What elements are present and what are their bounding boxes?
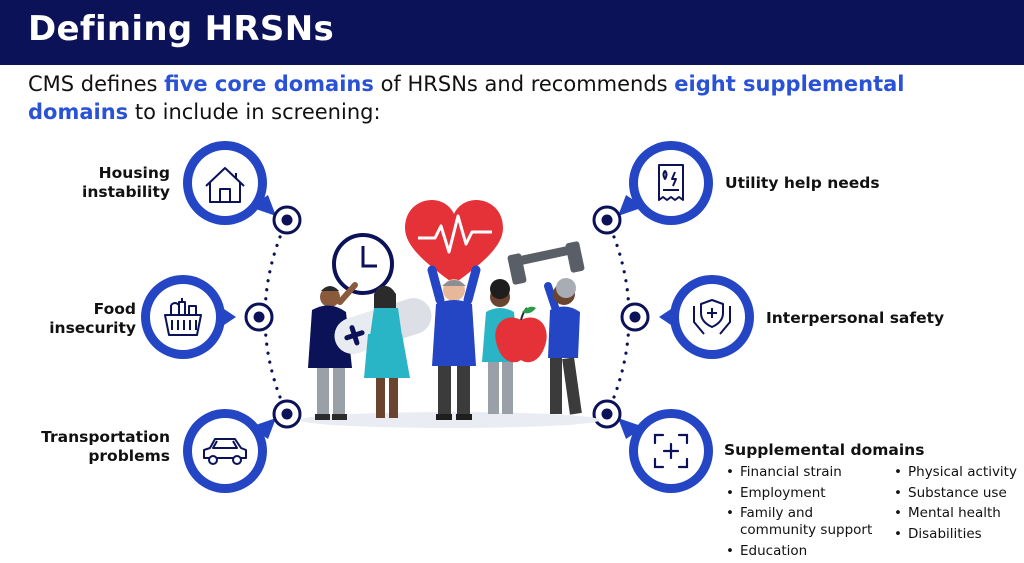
- label-transport: Transportation problems: [41, 428, 170, 465]
- transport-bubble: [183, 409, 276, 493]
- label-food: Food insecurity: [49, 300, 136, 337]
- list-item: Education: [724, 543, 884, 560]
- page-title: Defining HRSNs: [28, 9, 334, 49]
- label-safety: Interpersonal safety: [766, 309, 945, 327]
- safety-bubble: [659, 275, 754, 359]
- intro-highlight-core: five core domains: [164, 72, 374, 96]
- utility-bill-icon: [658, 164, 684, 201]
- supplemental-bubble: [618, 409, 713, 493]
- list-item: Mental health: [892, 505, 1022, 522]
- clock-icon: [332, 233, 394, 295]
- heart-icon: [405, 200, 503, 284]
- header-bar: Defining HRSNs: [0, 0, 1024, 65]
- grocery-basket-icon: [164, 298, 202, 336]
- list-item: Family and community support: [724, 505, 884, 539]
- label-housing: Housing instability: [82, 164, 170, 201]
- list-item: Substance use: [892, 485, 1022, 502]
- list-item: Disabilities: [892, 526, 1022, 543]
- people-illustration: [300, 200, 600, 428]
- connector-ring-supplemental: [592, 399, 622, 429]
- label-supplemental: Supplemental domains: [724, 441, 925, 459]
- connector-ring-housing: [272, 205, 302, 235]
- list-item: Financial strain: [724, 464, 884, 481]
- supplemental-list-col-1: Financial strain Employment Family and c…: [724, 464, 884, 563]
- intro-part-2: of HRSNs and recommends: [373, 72, 675, 96]
- intro-text: CMS defines five core domains of HRSNs a…: [28, 70, 988, 126]
- plus-frame-icon: [653, 433, 689, 469]
- person-1: [308, 282, 358, 420]
- connector-ring-safety: [620, 302, 650, 332]
- label-utility: Utility help needs: [725, 174, 880, 192]
- person-2: [364, 286, 410, 418]
- house-icon: [205, 167, 245, 203]
- connector-ring-transport: [272, 399, 302, 429]
- person-3: [427, 265, 481, 420]
- apple-icon: [495, 306, 547, 363]
- housing-bubble: [183, 141, 276, 225]
- supplemental-list-col-2: Physical activity Substance use Mental h…: [892, 464, 1022, 546]
- person-5: [544, 278, 582, 415]
- food-bubble: [141, 275, 236, 359]
- intro-part-3: to include in screening:: [128, 100, 381, 124]
- dumbbell-icon: [507, 241, 585, 285]
- car-icon: [203, 438, 247, 465]
- list-item: Physical activity: [892, 464, 1022, 481]
- hands-shield-icon: [693, 299, 731, 335]
- intro-highlight-supplemental: eight supplemental domains: [28, 72, 905, 124]
- utility-bubble: [618, 141, 713, 225]
- intro-part-1: CMS defines: [28, 72, 165, 96]
- connector-ring-food: [244, 302, 274, 332]
- connector-ring-utility: [592, 205, 622, 235]
- list-item: Employment: [724, 485, 884, 502]
